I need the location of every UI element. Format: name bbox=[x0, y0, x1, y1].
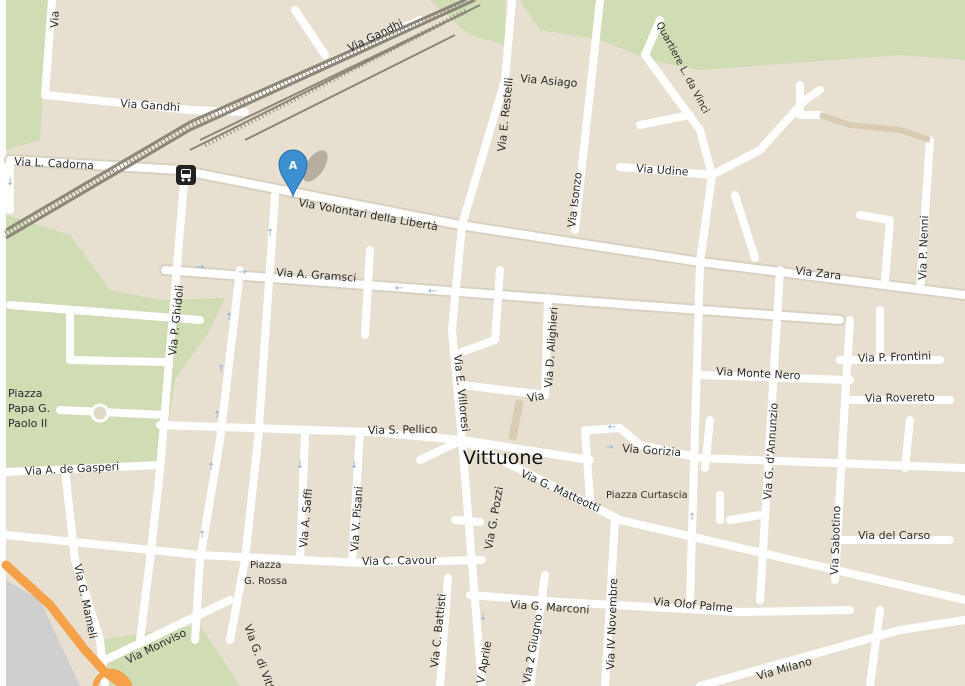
street-label-via-pisani: Via V. Pisani bbox=[348, 486, 366, 552]
svg-text:↓: ↓ bbox=[479, 612, 487, 623]
street-label-via-de-gasperi: Via A. de Gasperi bbox=[24, 460, 119, 478]
svg-text:↓: ↓ bbox=[350, 460, 358, 471]
location-marker-icon[interactable]: A bbox=[278, 146, 333, 198]
street-label-via-cadorna: Via L. Cadorna bbox=[14, 155, 94, 172]
svg-text:→: → bbox=[196, 262, 204, 273]
street-label-via-alighieri-short: Via bbox=[526, 389, 545, 405]
svg-text:←: ← bbox=[608, 422, 616, 433]
street-label-via-gandhi-left: Via Gandhi bbox=[120, 97, 181, 114]
svg-text:↓: ↓ bbox=[6, 177, 14, 188]
svg-text:←: ← bbox=[428, 286, 436, 297]
street-label-via-gorizia: Via Gorizia bbox=[622, 442, 682, 459]
grey-area bbox=[6, 580, 80, 686]
roundabout bbox=[90, 403, 110, 423]
svg-text:↑: ↑ bbox=[207, 462, 215, 473]
railway bbox=[4, 0, 481, 240]
street-label-via-cavour: Via C. Cavour bbox=[362, 554, 437, 568]
svg-text:↑: ↑ bbox=[198, 530, 206, 541]
street-label-piazza-rossa-2: G. Rossa bbox=[244, 576, 287, 587]
street-label-piazza-curtascia: Piazza Curtascia bbox=[606, 490, 688, 501]
street-label-via-gramsci: Via A. Gramsci bbox=[276, 266, 357, 285]
street-label-piazza-papa-2: Papa G. bbox=[8, 402, 50, 415]
svg-text:↑: ↑ bbox=[217, 364, 225, 375]
street-label-piazza-papa-3: Paolo II bbox=[8, 417, 47, 430]
street-label-via-monte-nero: Via Monte Nero bbox=[716, 365, 801, 382]
svg-text:→: → bbox=[605, 442, 613, 453]
svg-text:↑: ↑ bbox=[266, 228, 274, 239]
street-label-via-udine: Via Udine bbox=[636, 162, 689, 179]
svg-text:←: ← bbox=[395, 283, 403, 294]
street-label-via-nenni: Via P. Nenni bbox=[916, 215, 931, 280]
street-label-via-rovereto: Via Rovereto bbox=[865, 391, 935, 405]
street-label-via-asiago: Via Asiago bbox=[520, 72, 579, 90]
svg-text:↓: ↓ bbox=[296, 460, 304, 471]
marker-letter: A bbox=[289, 159, 298, 172]
footpath-2 bbox=[508, 399, 524, 441]
street-label-via-del-carso: Via del Carso bbox=[858, 529, 931, 542]
footpath bbox=[819, 112, 931, 143]
highway bbox=[1, 560, 130, 686]
svg-text:↑: ↑ bbox=[225, 312, 233, 323]
bus-stop-icon[interactable] bbox=[176, 165, 196, 185]
street-label-via-alighieri: Via D. Alighieri bbox=[542, 306, 561, 388]
street-label-via-sabotino: Via Sabotino bbox=[828, 505, 843, 575]
street-label-via-iv-novembre: Via IV Novembre bbox=[604, 578, 620, 670]
street-label-piazza-rossa-1: Piazza bbox=[250, 560, 281, 571]
street-label-via-zara: Via Zara bbox=[795, 264, 842, 283]
map-left-edge bbox=[0, 0, 6, 686]
svg-text:↑: ↑ bbox=[688, 512, 696, 523]
street-label-via-saffi: Via A. Saffi bbox=[297, 488, 315, 548]
highway-ramp bbox=[92, 668, 133, 686]
street-label-piazza-papa-1: Piazza bbox=[8, 387, 42, 400]
street-label-via-pellico: Via S. Pellico bbox=[368, 423, 438, 437]
one-way-arrow-icon: → → ← ← ↑ ↑ ↑ ↑ ↑ ↑ ↓ ↓ → ← ↑ ↓ ↓ bbox=[6, 177, 696, 623]
svg-text:→: → bbox=[238, 267, 246, 278]
street-label-via-frontini: Via P. Frontini bbox=[858, 349, 932, 365]
svg-text:↑: ↑ bbox=[213, 410, 221, 421]
town-label: Vittuone bbox=[463, 447, 543, 469]
street-label-via-top-left: Via bbox=[48, 11, 62, 29]
street-label-via-marconi: Via G. Marconi bbox=[510, 598, 590, 617]
